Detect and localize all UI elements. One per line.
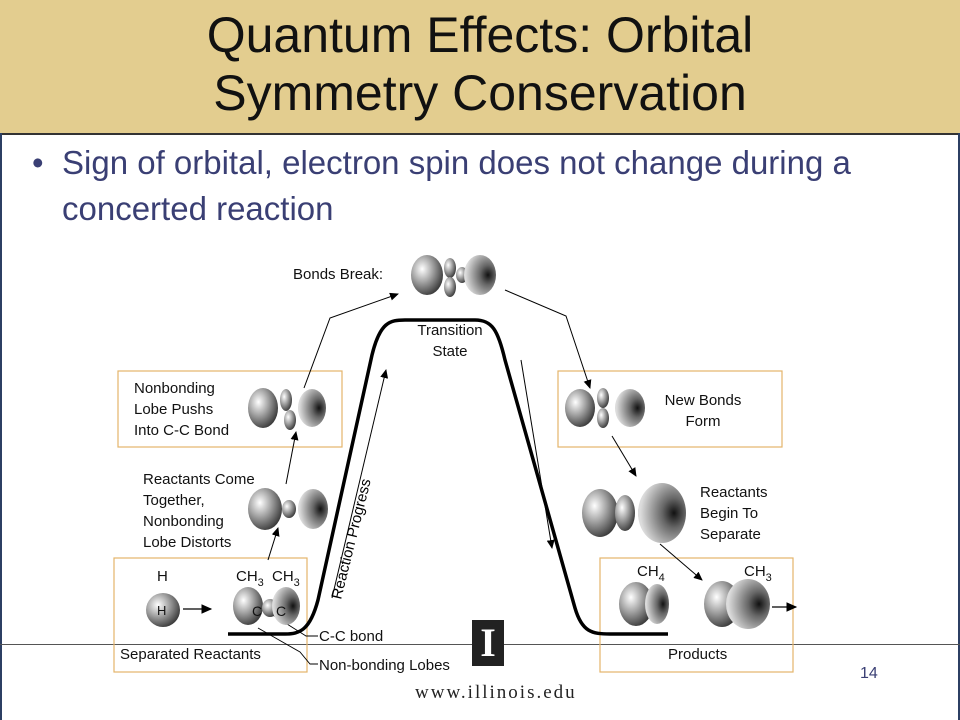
label-reaction-progress: Reaction Progress — [328, 477, 374, 601]
arrow-to-bonds-break — [303, 292, 399, 389]
label-reactants-separate: Reactants Begin To Separate — [700, 484, 768, 543]
arrow-new-to-separate — [611, 435, 637, 477]
box-separated-reactants — [113, 557, 308, 673]
arrow-separate-to-products — [659, 543, 703, 581]
arrow-reaction-progress — [331, 369, 389, 599]
label-separated-reactants: Separated Reactants — [120, 646, 261, 663]
title-line-2: Symmetry Conservation — [213, 65, 747, 121]
illinois-logo: I — [472, 620, 504, 666]
label-cc-bond: C-C bond — [319, 628, 384, 645]
orbital-bonds-break — [411, 255, 496, 297]
box-new-bonds — [557, 370, 783, 448]
energy-curve — [228, 318, 668, 636]
label-transition-state: Transition State — [417, 322, 483, 360]
frame-left — [0, 133, 2, 720]
label-reactants-come: Reactants Come Together, Nonbonding Lobe… — [143, 471, 255, 551]
label-nonbonding-lobes: Non-bonding Lobes — [319, 657, 450, 674]
slide-title: Quantum Effects: Orbital Symmetry Conser… — [0, 6, 960, 122]
label-ch4: CH4 — [637, 563, 665, 584]
orbital-products — [619, 579, 770, 629]
orbital-separated-reactants — [146, 587, 300, 627]
label-nonbonding-lobe: Nonbonding Lobe Pushs Into C-C Bond — [134, 380, 230, 439]
label-c-left: C — [252, 603, 263, 619]
label-ch3-product: CH3 — [744, 563, 772, 584]
box-nonbonding — [117, 370, 343, 448]
orbital-reactants-distort — [248, 488, 328, 530]
bullet-text: Sign of orbital, electron spin does not … — [62, 144, 851, 227]
frame-right — [958, 133, 960, 720]
title-band — [0, 0, 960, 135]
label-h-atom: H — [157, 603, 167, 618]
label-c-right: C — [276, 603, 287, 619]
arrow-distort-to-push — [285, 431, 299, 485]
leader-nonbonding-lobes — [257, 627, 318, 665]
label-ch3-right: CH3 — [272, 568, 300, 589]
label-bonds-break: Bonds Break: — [293, 266, 384, 283]
arrow-from-bonds-break — [504, 289, 592, 389]
bullet-marker: • — [32, 144, 44, 181]
title-line-1: Quantum Effects: Orbital — [206, 7, 754, 63]
arrow-reactants-to-distort — [267, 527, 280, 561]
label-h: H — [157, 568, 168, 585]
arrow-descent — [520, 359, 555, 549]
box-products — [599, 557, 794, 673]
orbital-new-bonds — [565, 388, 645, 428]
orbital-reactants-separate — [582, 483, 686, 543]
label-products: Products — [668, 646, 728, 663]
label-ch3-left: CH3 — [236, 568, 264, 589]
orbital-nonbonding-push — [248, 388, 326, 430]
label-new-bonds: New Bonds Form — [664, 392, 742, 430]
footer-url: www.illinois.edu — [415, 682, 577, 703]
page-number: 14 — [860, 665, 878, 682]
